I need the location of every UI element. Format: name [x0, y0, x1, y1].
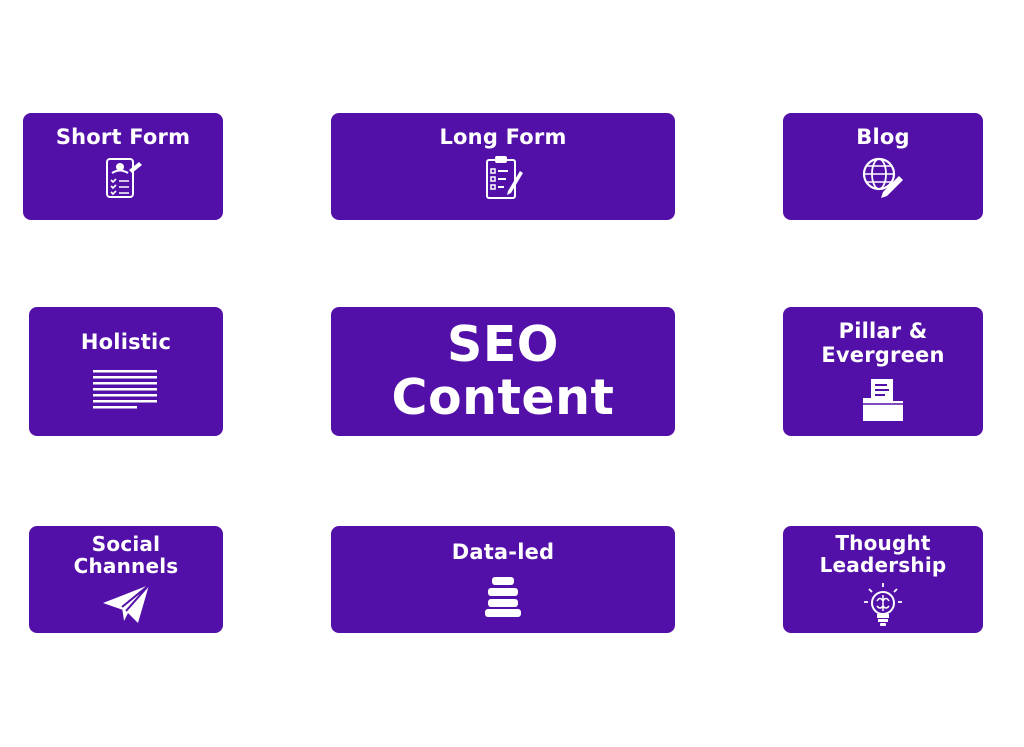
center-title-line2: Content [391, 368, 615, 426]
card-pillar-evergreen: Pillar & Evergreen [783, 307, 983, 436]
card-social-line1: Social [91, 532, 161, 556]
card-long-form: Long Form [331, 113, 675, 220]
card-blog-label: Blog [856, 125, 910, 149]
stacked-bars-icon [485, 577, 521, 617]
card-holistic: Holistic [29, 307, 223, 436]
card-thought-line1: Thought [835, 531, 931, 555]
card-seo-content: SEO Content [331, 307, 675, 436]
text-lines-icon [93, 370, 157, 409]
paper-plane-icon [103, 584, 150, 623]
center-title-line1: SEO [447, 315, 559, 373]
card-pillar-line1: Pillar & [838, 319, 928, 343]
globe-pencil-icon [862, 157, 903, 198]
lightbulb-brain-icon [864, 583, 902, 626]
card-long-form-label: Long Form [439, 125, 567, 149]
card-thought-line2: Leadership [819, 553, 947, 577]
card-thought-leadership: Thought Leadership [783, 526, 983, 633]
card-social-line2: Channels [73, 554, 179, 578]
card-short-form-label: Short Form [55, 125, 191, 149]
card-data-led: Data-led [331, 526, 675, 633]
card-short-form: Short Form [23, 113, 223, 220]
card-data-led-label: Data-led [451, 540, 555, 564]
clipboard-checklist-pencil-icon [486, 156, 523, 199]
card-holistic-label: Holistic [80, 330, 172, 354]
card-pillar-line2: Evergreen [821, 343, 945, 367]
folder-document-icon [863, 379, 903, 421]
card-social-channels: Social Channels [29, 526, 223, 633]
clipboard-profile-checklist-icon [106, 158, 142, 198]
card-blog: Blog [783, 113, 983, 220]
